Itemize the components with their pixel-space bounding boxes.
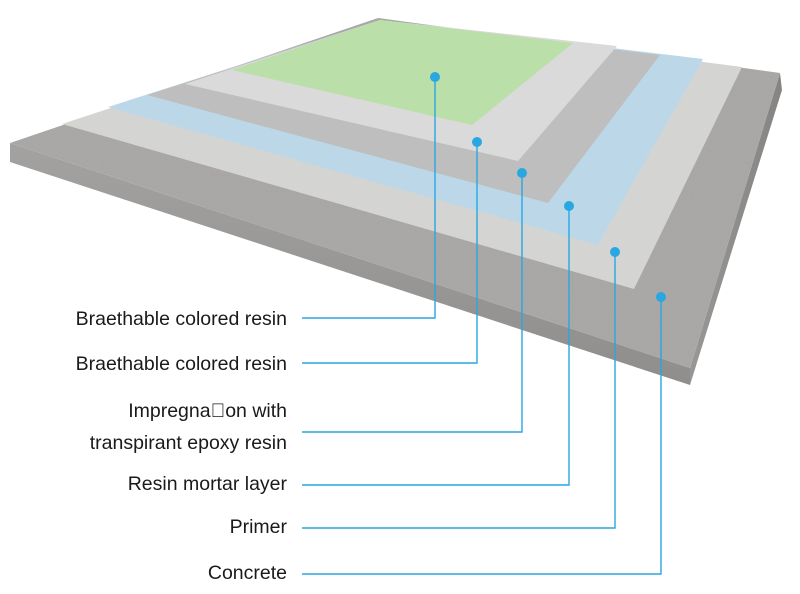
leader-line-braethable-top <box>302 77 436 319</box>
label-braethable-top: Braethable colored resin <box>76 303 287 335</box>
leader-line-concrete <box>302 297 662 575</box>
label-resin-mortar: Resin mortar layer <box>128 468 287 500</box>
braethable-top-layer <box>232 20 573 125</box>
label-text: Concrete <box>207 562 287 584</box>
label-primer: Primer <box>230 511 287 543</box>
leader-dot-resin-mortar <box>564 201 574 211</box>
label-braethable-lower: Braethable colored resin <box>76 348 287 380</box>
label-impregnation: Impregna on with transpirant epoxy resin <box>90 395 287 459</box>
leader-dot-impregnation <box>517 168 527 178</box>
concrete-right-face <box>690 73 782 385</box>
label-text: transpirant epoxy resin <box>89 432 287 454</box>
leader-line-braethable-lower <box>302 142 478 364</box>
leader-line-primer <box>302 252 616 529</box>
leader-dot-braethable-top <box>430 72 440 82</box>
label-text: Resin mortar layer <box>127 473 287 495</box>
leader-line-impregnation <box>302 173 523 433</box>
leader-dot-braethable-lower <box>472 137 482 147</box>
label-text: Braethable colored resin <box>75 353 287 375</box>
leader-line-resin-mortar <box>302 206 570 486</box>
leader-dot-primer <box>610 247 620 257</box>
label-text: Impregna on with <box>128 400 287 422</box>
label-text: Braethable colored resin <box>75 308 287 330</box>
label-text: Primer <box>229 516 287 538</box>
concrete-front-face <box>10 143 690 385</box>
label-concrete: Concrete <box>208 557 287 589</box>
leader-lines <box>302 72 666 575</box>
leader-dot-concrete <box>656 292 666 302</box>
